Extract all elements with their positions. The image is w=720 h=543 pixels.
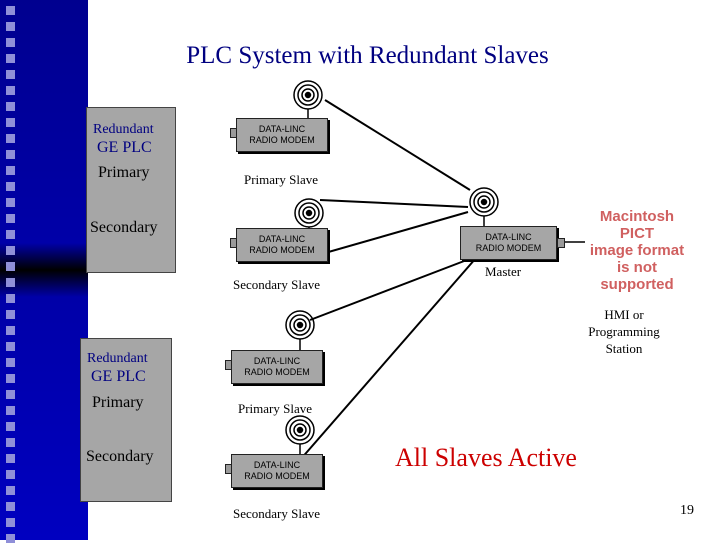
bullet-square bbox=[6, 406, 15, 415]
bullet-square bbox=[6, 278, 15, 287]
antenna-icon bbox=[285, 415, 315, 458]
bullet-square bbox=[6, 70, 15, 79]
plc-secondary-label: Secondary bbox=[90, 219, 158, 236]
plc-ge-label: GE PLC bbox=[91, 368, 146, 385]
bullet-square bbox=[6, 358, 15, 367]
modem-line2: RADIO MODEM bbox=[244, 471, 310, 481]
link-line bbox=[319, 199, 469, 208]
bullet-square bbox=[6, 342, 15, 351]
page-number: 19 bbox=[680, 503, 694, 518]
bullet-square bbox=[6, 534, 15, 543]
bullet-square bbox=[6, 294, 15, 303]
modem-line2: RADIO MODEM bbox=[249, 135, 315, 145]
modem-line1: DATA-LINC bbox=[258, 124, 306, 134]
bullet-square bbox=[6, 454, 15, 463]
bullet-square bbox=[6, 486, 15, 495]
bullet-square bbox=[6, 134, 15, 143]
plc-ge-label: GE PLC bbox=[97, 139, 152, 156]
bullet-square bbox=[6, 38, 15, 47]
secondary-slave-label: Secondary Slave bbox=[233, 506, 321, 521]
hmi-label: HMI or Programming Station bbox=[588, 307, 660, 356]
bullet-square bbox=[6, 102, 15, 111]
plc-primary-label: Primary bbox=[98, 164, 150, 181]
link-line bbox=[324, 99, 471, 191]
bullet-square bbox=[6, 214, 15, 223]
plc-rack-top bbox=[86, 107, 176, 273]
modem-line1: DATA-LINC bbox=[485, 232, 532, 242]
bullet-square bbox=[6, 198, 15, 207]
master-label: Master bbox=[485, 264, 522, 279]
sidebar-bullets bbox=[0, 0, 22, 543]
radio-modem-primary-2: DATA-LINC RADIO MODEM bbox=[231, 350, 323, 384]
bullet-square bbox=[6, 310, 15, 319]
bullet-square bbox=[6, 246, 15, 255]
bullet-square bbox=[6, 22, 15, 31]
bullet-square bbox=[6, 326, 15, 335]
unsupported-image-placeholder: Macintosh PICT image format is not suppo… bbox=[589, 208, 685, 293]
link-line bbox=[317, 211, 469, 256]
bullet-square bbox=[6, 518, 15, 527]
bullet-square bbox=[6, 182, 15, 191]
bullet-square bbox=[6, 150, 15, 159]
primary-slave-label: Primary Slave bbox=[238, 401, 313, 416]
radio-modem-master: DATA-LINC RADIO MODEM bbox=[460, 226, 557, 260]
secondary-slave-label: Secondary Slave bbox=[233, 277, 321, 292]
plc-rack-bottom bbox=[80, 338, 172, 502]
bullet-square bbox=[6, 118, 15, 127]
bullet-square bbox=[6, 390, 15, 399]
modem-line2: RADIO MODEM bbox=[249, 245, 315, 255]
bullet-square bbox=[6, 374, 15, 383]
plc-primary-label: Primary bbox=[92, 394, 144, 411]
bullet-square bbox=[6, 166, 15, 175]
plc-redundant-label: Redundant bbox=[93, 122, 154, 137]
radio-modem-secondary-2: DATA-LINC RADIO MODEM bbox=[231, 454, 323, 488]
plc-secondary-label: Secondary bbox=[86, 448, 154, 465]
antenna-icon bbox=[285, 310, 315, 353]
bullet-square bbox=[6, 86, 15, 95]
bullet-square bbox=[6, 262, 15, 271]
modem-line1: DATA-LINC bbox=[258, 234, 306, 244]
status-text: All Slaves Active bbox=[395, 443, 577, 472]
primary-slave-label: Primary Slave bbox=[244, 172, 319, 187]
bullet-square bbox=[6, 470, 15, 479]
link-line bbox=[309, 257, 473, 321]
modem-line2: RADIO MODEM bbox=[475, 243, 542, 253]
modem-line1: DATA-LINC bbox=[253, 356, 301, 366]
bullet-square bbox=[6, 6, 15, 15]
bullet-square bbox=[6, 422, 15, 431]
bullet-square bbox=[6, 438, 15, 447]
modem-line2: RADIO MODEM bbox=[244, 367, 310, 377]
modem-line1: DATA-LINC bbox=[253, 460, 301, 470]
antenna-icon bbox=[469, 187, 499, 230]
slide-title: PLC System with Redundant Slaves bbox=[186, 42, 549, 69]
modem-port bbox=[557, 238, 565, 248]
bullet-square bbox=[6, 502, 15, 511]
radio-modem-secondary-1: DATA-LINC RADIO MODEM bbox=[236, 228, 328, 262]
radio-modem-primary-1: DATA-LINC RADIO MODEM bbox=[236, 118, 328, 152]
plc-redundant-label: Redundant bbox=[87, 351, 148, 366]
link-line bbox=[299, 257, 477, 461]
bullet-square bbox=[6, 230, 15, 239]
bullet-square bbox=[6, 54, 15, 63]
